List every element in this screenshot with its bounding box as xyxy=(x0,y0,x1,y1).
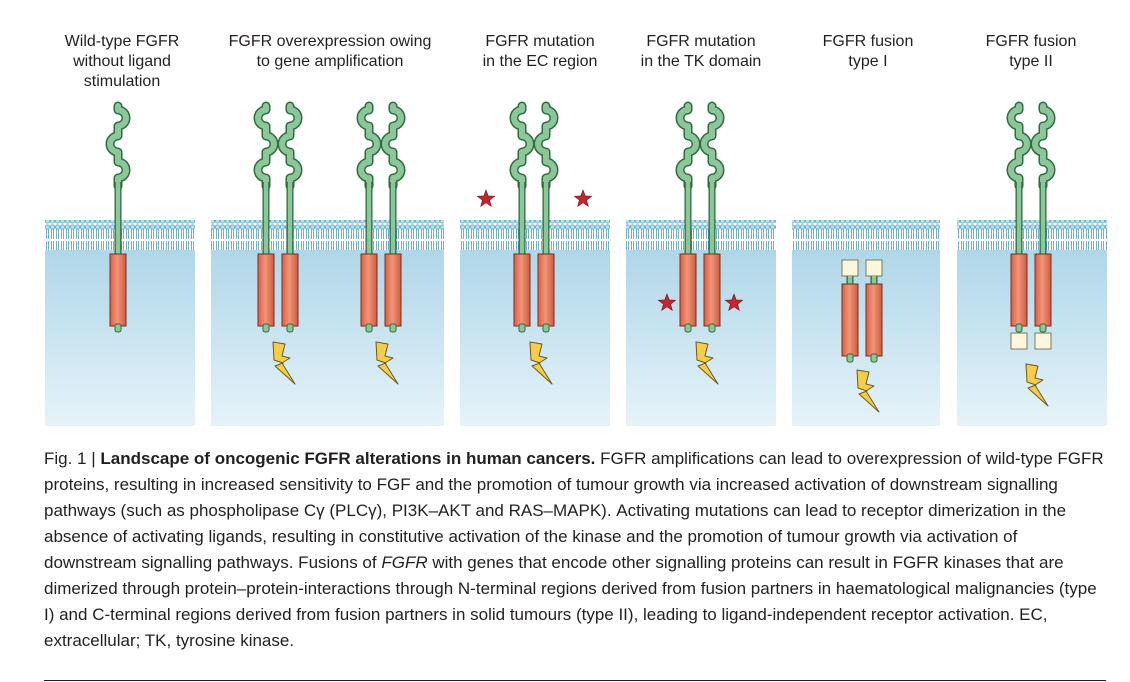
c-terminal-tail xyxy=(1039,323,1047,333)
ig-domain-loops-fill xyxy=(358,103,380,189)
panel-title-line: FGFR overexpression owing xyxy=(228,33,432,50)
ig-domain-loops-fill xyxy=(255,103,277,189)
lightning-bolt-shape xyxy=(1025,363,1049,407)
panel-title-line: FGFR mutation xyxy=(485,33,595,50)
fusion-partner-domain xyxy=(865,259,883,277)
panel-title-tk-mutation: FGFR mutation in the TK domain xyxy=(586,32,816,72)
ig-domain-loops-fill xyxy=(107,103,129,189)
figure-caption-title: Landscape of oncogenic FGFR alterations … xyxy=(100,449,596,468)
c-terminal-tail xyxy=(846,353,854,363)
figure-caption-gene: FGFR xyxy=(381,553,428,572)
cell-membrane xyxy=(626,220,776,250)
ig-domain-loops-fill xyxy=(382,103,404,189)
figure-caption: Fig. 1 | Landscape of oncogenic FGFR alt… xyxy=(44,446,1106,654)
cell-membrane xyxy=(211,220,444,250)
cell-membrane xyxy=(957,220,1107,250)
panel-title-line: to gene amplification xyxy=(256,53,404,70)
panel-title-line: FGFR fusion xyxy=(985,33,1077,50)
c-terminal-tail xyxy=(365,323,373,333)
ig-domain-loops-fill xyxy=(535,103,557,189)
panel-title-line: type I xyxy=(848,53,888,70)
tyrosine-kinase-domain xyxy=(679,253,697,327)
mutation-star-icon xyxy=(657,293,677,311)
mutation-star-icon xyxy=(724,293,744,311)
ig-domain-loops-fill xyxy=(511,103,533,189)
lightning-bolt-icon xyxy=(1025,363,1049,407)
tyrosine-kinase-domain xyxy=(865,283,883,357)
fusion-partner-domain xyxy=(1034,332,1052,350)
mutation-star-icon xyxy=(573,189,593,207)
cytoplasm xyxy=(211,222,444,426)
fusion-partner-domain xyxy=(1010,332,1028,350)
panel-title-line: stimulation xyxy=(83,73,161,90)
lightning-bolt-shape xyxy=(695,341,719,385)
tyrosine-kinase-domain xyxy=(384,253,402,327)
panel-title-line: FGFR fusion xyxy=(822,33,914,50)
c-terminal-tail xyxy=(518,323,526,333)
tyrosine-kinase-domain xyxy=(513,253,531,327)
tyrosine-kinase-domain xyxy=(360,253,378,327)
figure-caption-text: FGFR amplifications can lead to overexpr… xyxy=(44,449,1104,572)
c-terminal-tail xyxy=(262,323,270,333)
panel-title-line: in the EC region xyxy=(482,53,598,70)
lightning-bolt-icon xyxy=(695,341,719,385)
cytoplasm xyxy=(957,222,1107,426)
tyrosine-kinase-domain xyxy=(1010,253,1028,327)
panel-title-line: without ligand xyxy=(73,53,171,70)
mutation-star-icon xyxy=(476,189,496,207)
lightning-bolt-icon xyxy=(856,369,880,413)
cytoplasm xyxy=(626,222,776,426)
ig-domain-loops-fill xyxy=(279,103,301,189)
caption-bottom-rule xyxy=(44,680,1106,681)
c-terminal-tail xyxy=(389,323,397,333)
lightning-bolt-icon xyxy=(272,341,296,385)
figure-caption-text: with genes that encode other signalling … xyxy=(44,553,1097,650)
tyrosine-kinase-domain xyxy=(841,283,859,357)
c-terminal-tail xyxy=(286,323,294,333)
panel-title-wildtype: Wild-type FGFR without ligand stimulatio… xyxy=(7,32,237,92)
fusion-partner-domain xyxy=(841,259,859,277)
fgfr-alterations-diagram xyxy=(45,101,1107,426)
ig-domain-loops-fill xyxy=(1032,103,1054,189)
lightning-bolt-icon xyxy=(529,341,553,385)
c-terminal-tail xyxy=(684,323,692,333)
cytoplasm xyxy=(460,222,610,426)
tyrosine-kinase-domain xyxy=(1034,253,1052,327)
c-terminal-tail xyxy=(708,323,716,333)
tyrosine-kinase-domain xyxy=(703,253,721,327)
c-terminal-tail xyxy=(114,323,122,333)
c-terminal-tail xyxy=(542,323,550,333)
lightning-bolt-shape xyxy=(529,341,553,385)
panel-title-line: in the TK domain xyxy=(640,53,762,70)
c-terminal-tail xyxy=(1015,323,1023,333)
panel-title-amplification: FGFR overexpression owing to gene amplif… xyxy=(215,32,445,72)
ig-domain-loops-fill xyxy=(677,103,699,189)
panel-title-line: Wild-type FGFR xyxy=(64,33,180,50)
lightning-bolt-shape xyxy=(272,341,296,385)
tyrosine-kinase-domain xyxy=(257,253,275,327)
cell-membrane xyxy=(460,220,610,250)
lightning-bolt-shape xyxy=(856,369,880,413)
panel-title-fusion-type-1: FGFR fusion type I xyxy=(753,32,983,72)
tyrosine-kinase-domain xyxy=(537,253,555,327)
cell-membrane xyxy=(792,220,940,250)
ig-domain-loops-fill xyxy=(1008,103,1030,189)
panel-title-ec-mutation: FGFR mutation in the EC region xyxy=(425,32,655,72)
figure-label: Fig. 1 | xyxy=(44,449,101,468)
c-terminal-tail xyxy=(870,353,878,363)
tyrosine-kinase-domain xyxy=(281,253,299,327)
lightning-bolt-shape xyxy=(375,341,399,385)
lightning-bolt-icon xyxy=(375,341,399,385)
panel-title-line: FGFR mutation xyxy=(646,33,756,50)
ig-domain-loops-fill xyxy=(701,103,723,189)
panel-title-fusion-type-2: FGFR fusion type II xyxy=(916,32,1130,72)
tyrosine-kinase-domain xyxy=(109,253,127,327)
panel-title-line: type II xyxy=(1009,53,1053,70)
